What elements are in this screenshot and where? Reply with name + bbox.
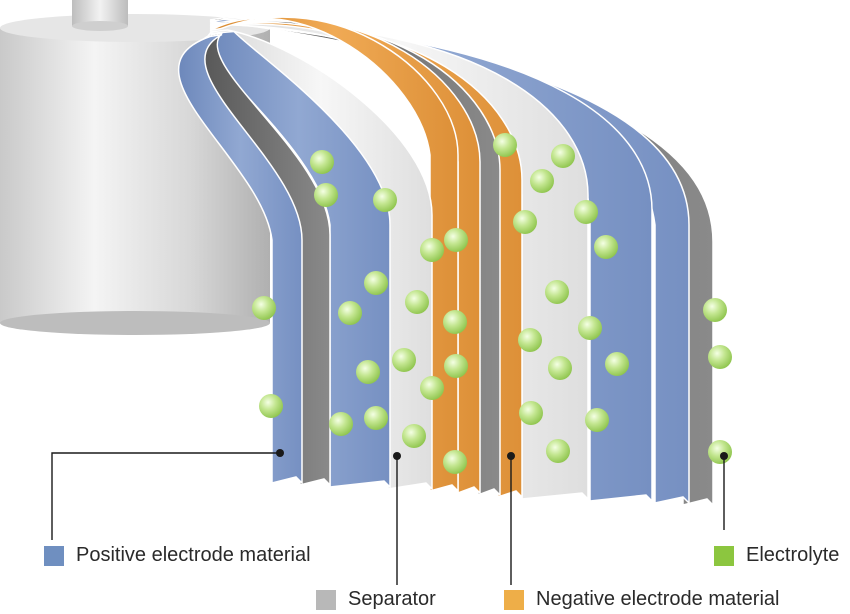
electrolyte-particle	[338, 301, 362, 325]
electrolyte-particle	[259, 394, 283, 418]
separator-callout-dot	[393, 452, 401, 460]
positive-label: Positive electrode material	[76, 544, 311, 566]
electrolyte-particle	[443, 450, 467, 474]
electrolyte-particle	[329, 412, 353, 436]
electrolyte-particle	[574, 200, 598, 224]
electrolyte-particle	[594, 235, 618, 259]
electrolyte-particle	[420, 376, 444, 400]
electrolyte-particle	[546, 439, 570, 463]
separator-swatch	[316, 589, 336, 610]
negative-callout-dot	[507, 452, 515, 460]
legend-separator: Separator	[316, 588, 436, 611]
electrolyte-particle	[548, 356, 572, 380]
electrolyte-particle	[364, 271, 388, 295]
electrolyte-particle	[551, 144, 575, 168]
electrolyte-particle	[578, 316, 602, 340]
negative-swatch	[504, 589, 524, 610]
electrolyte-callout-dot	[720, 452, 728, 460]
electrolyte-particle	[402, 424, 426, 448]
legend-negative: Negative electrode material	[504, 588, 779, 611]
positive-electrode-sheet	[206, 30, 391, 489]
electrolyte-particle	[392, 348, 416, 372]
electrolyte-particle	[703, 298, 727, 322]
electrolyte-particle	[545, 280, 569, 304]
terminal-cap	[72, 0, 128, 31]
electrolyte-particle	[513, 210, 537, 234]
legend-positive: Positive electrode material	[44, 544, 311, 567]
electrolyte-particle	[364, 406, 388, 430]
electrolyte-particle	[605, 352, 629, 376]
electrolyte-particle	[444, 354, 468, 378]
negative-electrode-sheet	[209, 16, 459, 493]
electrolyte-particle	[519, 401, 543, 425]
negative-label: Negative electrode material	[536, 588, 780, 610]
positive-electrode-sheet	[178, 33, 303, 485]
electrolyte-particle	[310, 150, 334, 174]
electrolyte-label: Electrolyte	[746, 544, 840, 566]
electrolyte-particle	[252, 296, 276, 320]
electrolyte-particle	[356, 360, 380, 384]
positive-swatch	[44, 545, 64, 566]
positive-callout-line	[51, 452, 280, 540]
electrolyte-particle	[530, 169, 554, 193]
electrolyte-particle	[405, 290, 429, 314]
electrolyte-particle	[314, 183, 338, 207]
separator-label: Separator	[348, 588, 436, 610]
electrolyte-particle	[443, 310, 467, 334]
legend-electrolyte: Electrolyte	[714, 544, 839, 567]
electrolyte-particle	[708, 345, 732, 369]
positive-callout-dot	[276, 449, 284, 457]
electrolyte-swatch	[714, 545, 734, 566]
electrolyte-particle	[373, 188, 397, 212]
electrolyte-particle	[585, 408, 609, 432]
electrolyte-particle	[493, 133, 517, 157]
electrolyte-particle	[708, 440, 732, 464]
electrolyte-particles	[252, 133, 732, 474]
electrolyte-particle	[518, 328, 542, 352]
electrolyte-particle	[420, 238, 444, 262]
callout-lines	[51, 449, 728, 585]
electrolyte-particle	[444, 228, 468, 252]
